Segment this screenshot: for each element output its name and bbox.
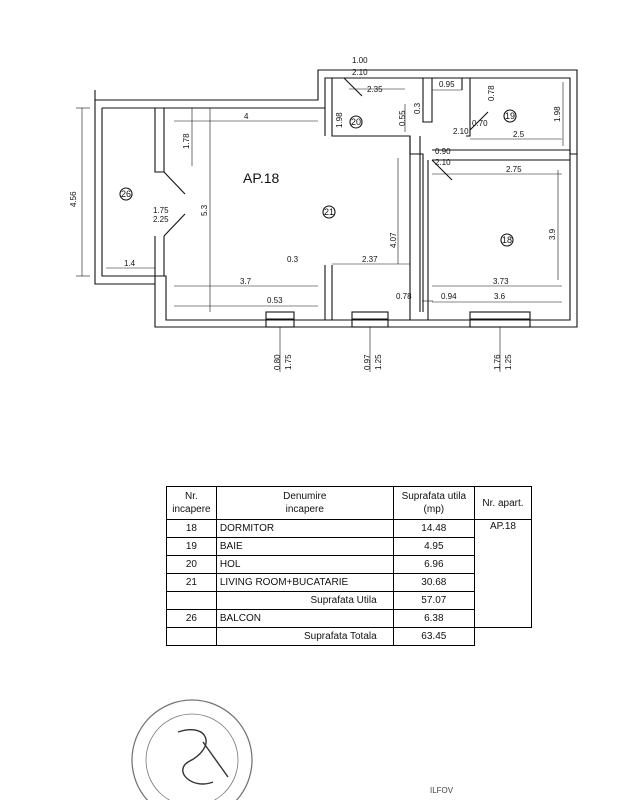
dim-label: 3.6 — [494, 292, 506, 301]
dim-label: 1.78 — [182, 133, 191, 149]
room-number-21: 21 — [324, 207, 334, 217]
dim-label: 0.78 — [487, 85, 496, 101]
dim-label: 2.37 — [362, 255, 378, 264]
stamp-caption: ILFOV — [430, 786, 454, 795]
stamp — [131, 699, 253, 800]
subtotal-row: Suprafata Utila 57.07 — [166, 591, 532, 610]
dim-label: 1.98 — [553, 106, 562, 122]
dim-label: 1.98 — [335, 112, 344, 128]
dim-label: 0.55 — [398, 110, 407, 126]
dim-label: 2.10 — [435, 158, 451, 167]
dim-label: 1.25 — [374, 354, 383, 370]
table-row: 20 HOL 6.96 — [166, 555, 532, 574]
dim-label: 4 — [244, 112, 249, 121]
total-row: Suprafata Totala 63.45 — [166, 627, 532, 646]
dim-label: 4.07 — [389, 232, 398, 248]
room-number-20: 20 — [351, 117, 361, 127]
dim-label: 1.4 — [124, 259, 136, 268]
apartment-cell: AP.18 — [473, 519, 533, 628]
dim-label: 3.73 — [493, 277, 509, 286]
dim-label: 1.75 — [284, 354, 293, 370]
dim-label: 0.80 — [273, 354, 282, 370]
table-row: 18 DORMITOR 14.48 AP.18 — [166, 519, 533, 628]
dim-label: 0.78 — [396, 292, 412, 301]
dim-label: 3.7 — [240, 277, 252, 286]
dim-label: 3.9 — [548, 228, 557, 240]
dim-label: 0.90 — [435, 147, 451, 156]
dim-label: 4.56 — [69, 191, 78, 207]
room-number-19: 19 — [505, 111, 515, 121]
header-nr: Nr.incapere — [166, 486, 217, 520]
dim-label: 1.25 — [504, 354, 513, 370]
dim-label: 1.00 — [352, 56, 368, 65]
dim-label: 2.10 — [352, 68, 368, 77]
dim-label: 0.94 — [441, 292, 457, 301]
dim-label: 1.75 — [153, 206, 169, 215]
dim-label: 2.75 — [506, 165, 522, 174]
dim-label: 0.53 — [267, 296, 283, 305]
dim-label: 0.3 — [287, 255, 299, 264]
dim-label: 0.3 — [413, 102, 422, 114]
room-number-26: 26 — [121, 189, 131, 199]
dim-label: 0.97 — [363, 354, 372, 370]
table-row: 26 BALCON 6.38 — [166, 609, 532, 628]
table-row: 21 LIVING ROOM+BUCATARIE 30.68 — [166, 573, 532, 592]
dim-label: 2.25 — [153, 215, 169, 224]
dim-label: 1.76 — [493, 354, 502, 370]
floor-plan: AP.18 26 21 20 19 18 1.00 2.10 2.35 0.95… — [69, 56, 578, 372]
dim-label: 2.5 — [513, 130, 525, 139]
dim-label: 2.35 — [367, 85, 383, 94]
dim-label: 0.70 — [472, 119, 488, 128]
room-number-18: 18 — [502, 235, 512, 245]
header-suprafata: Suprafata utila(mp) — [392, 486, 475, 520]
dim-label: 5.3 — [200, 204, 209, 216]
header-apartment: Nr. apart. — [473, 486, 533, 520]
apartment-title: AP.18 — [243, 170, 280, 186]
dim-label: 0.95 — [439, 80, 455, 89]
table-row: 19 BAIE 4.95 — [166, 537, 532, 556]
dim-label: 2.10 — [453, 127, 469, 136]
